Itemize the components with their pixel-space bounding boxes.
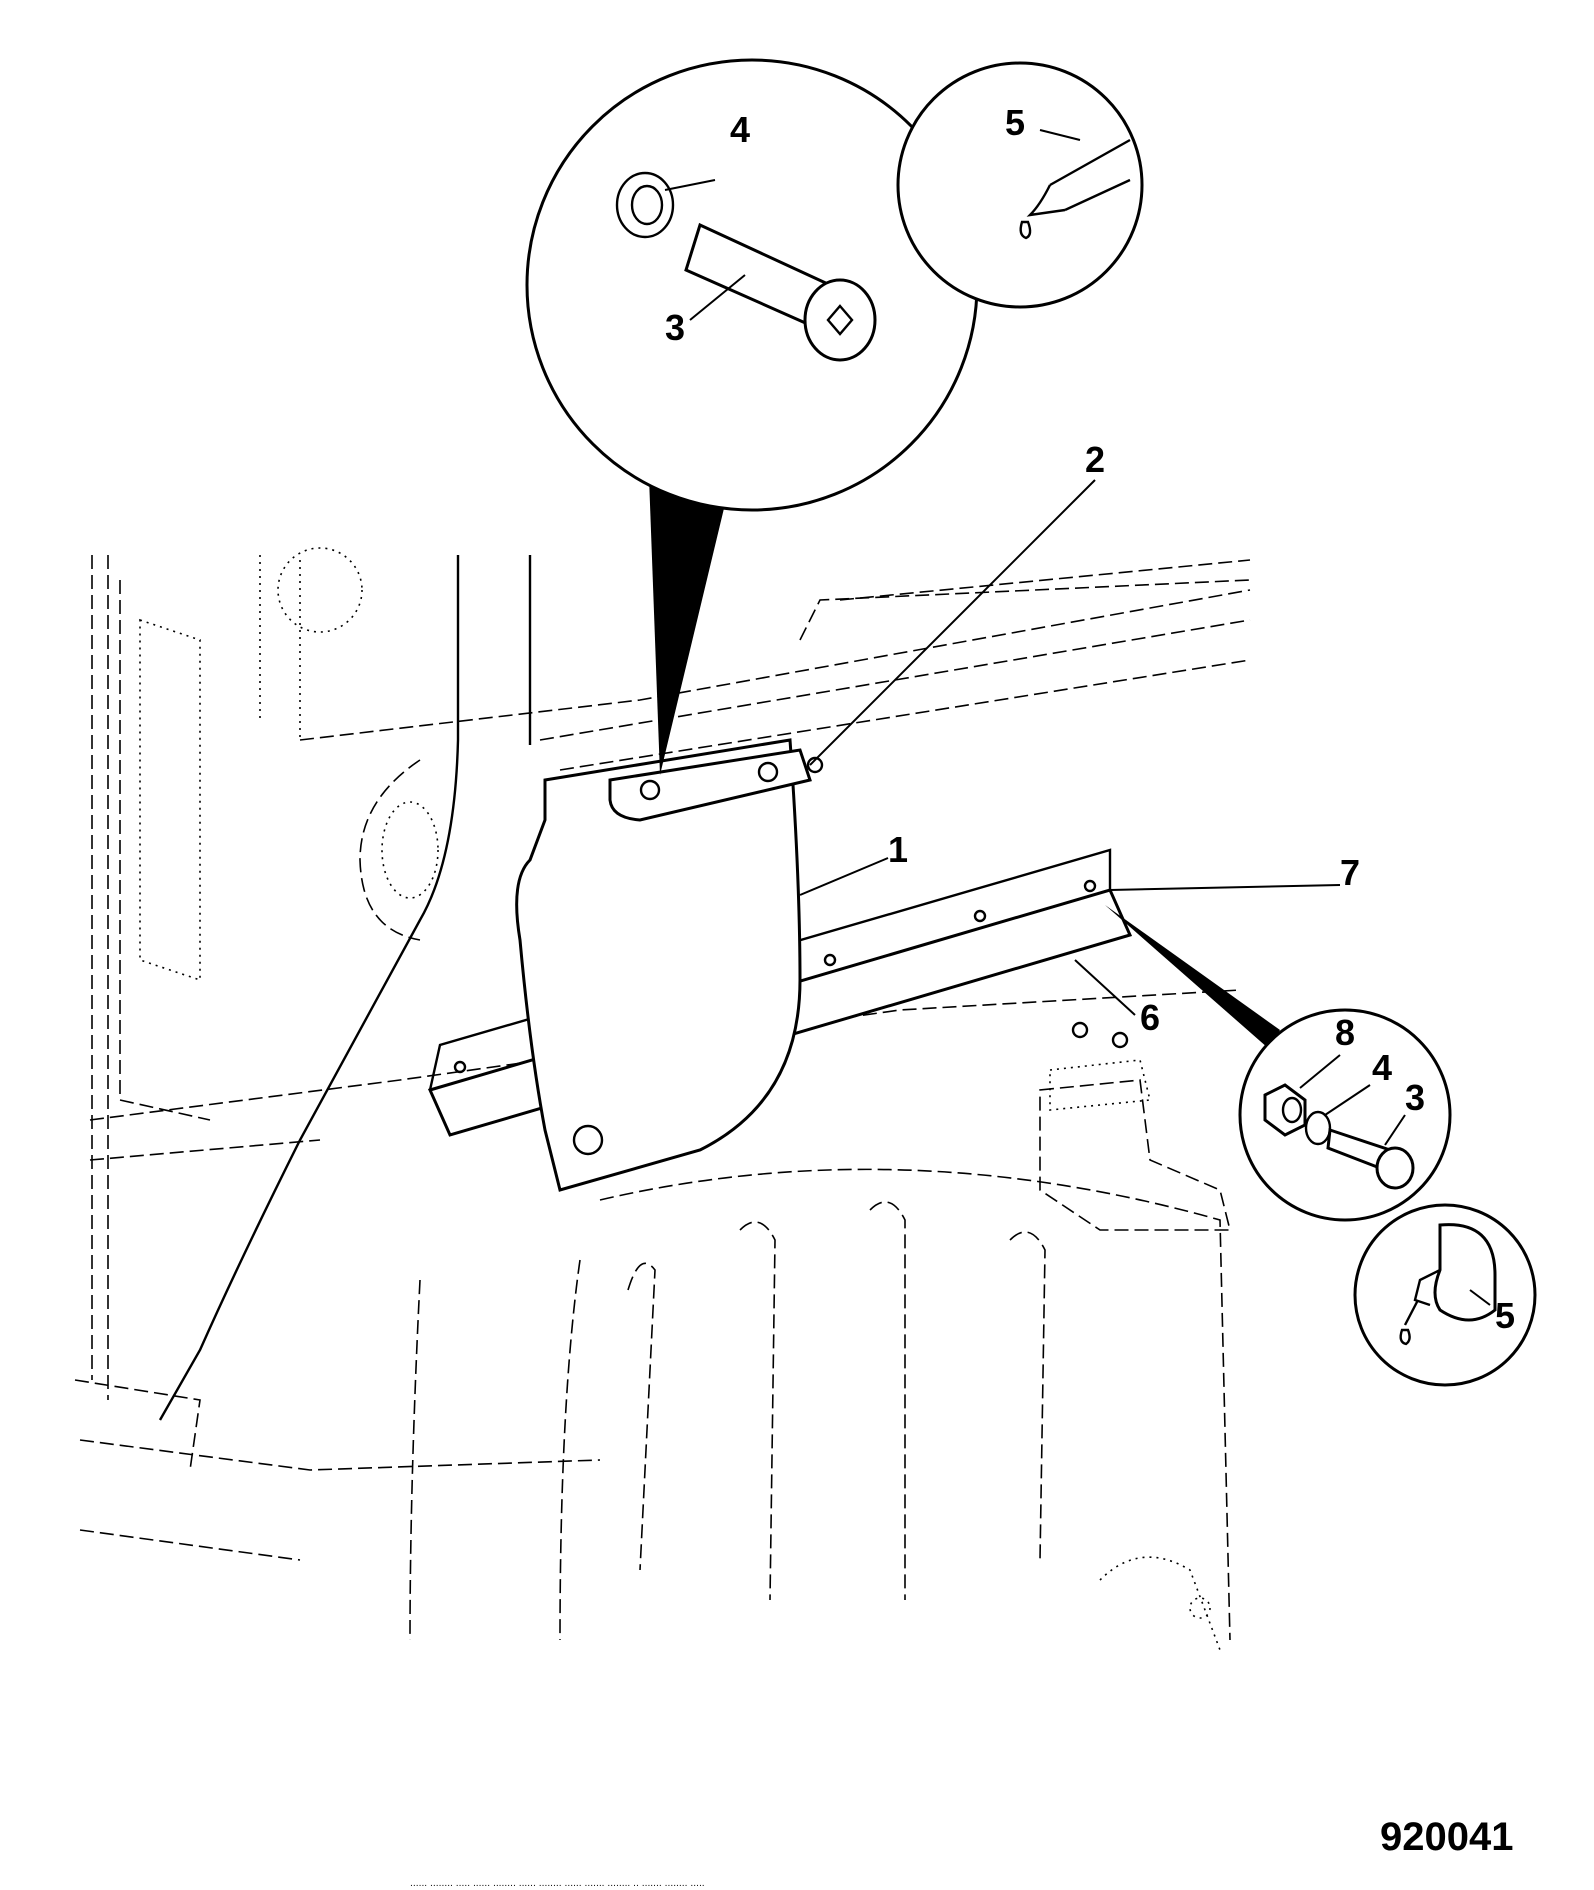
callout-5-right: 5 [1495,1295,1515,1336]
wiring-connector-cluster [1039,1021,1232,1231]
callout-3-right: 3 [1405,1077,1425,1118]
detail-circle-adhesive-bottle [1353,1203,1537,1387]
callout-4-detail: 4 [730,109,750,150]
background-chassis [74,547,1251,1651]
callout-labels: 4 3 5 2 1 7 6 8 4 3 5 [665,102,1515,1336]
part-1-mud-flap-panel [515,738,802,1192]
callout-7: 7 [1340,852,1360,893]
part-2-bracket [608,748,824,822]
figure-number: 920041 [1380,1815,1513,1859]
callout-2: 2 [1085,439,1105,480]
leader-lines [664,129,1491,1306]
callout-1: 1 [888,829,908,870]
callout-3-detail: 3 [665,307,685,348]
footer-fine-print: ...... ........ ..... ...... ........ ..… [410,1879,705,1889]
callout-4-right: 4 [1372,1047,1392,1088]
detail-circle-fastener [525,58,979,775]
detail-circle-nut-assembly [1105,905,1452,1222]
callout-8-right: 8 [1335,1012,1355,1053]
callout-5-detail: 5 [1005,102,1025,143]
callout-6: 6 [1140,997,1160,1038]
detail-circle-adhesive [896,61,1144,309]
